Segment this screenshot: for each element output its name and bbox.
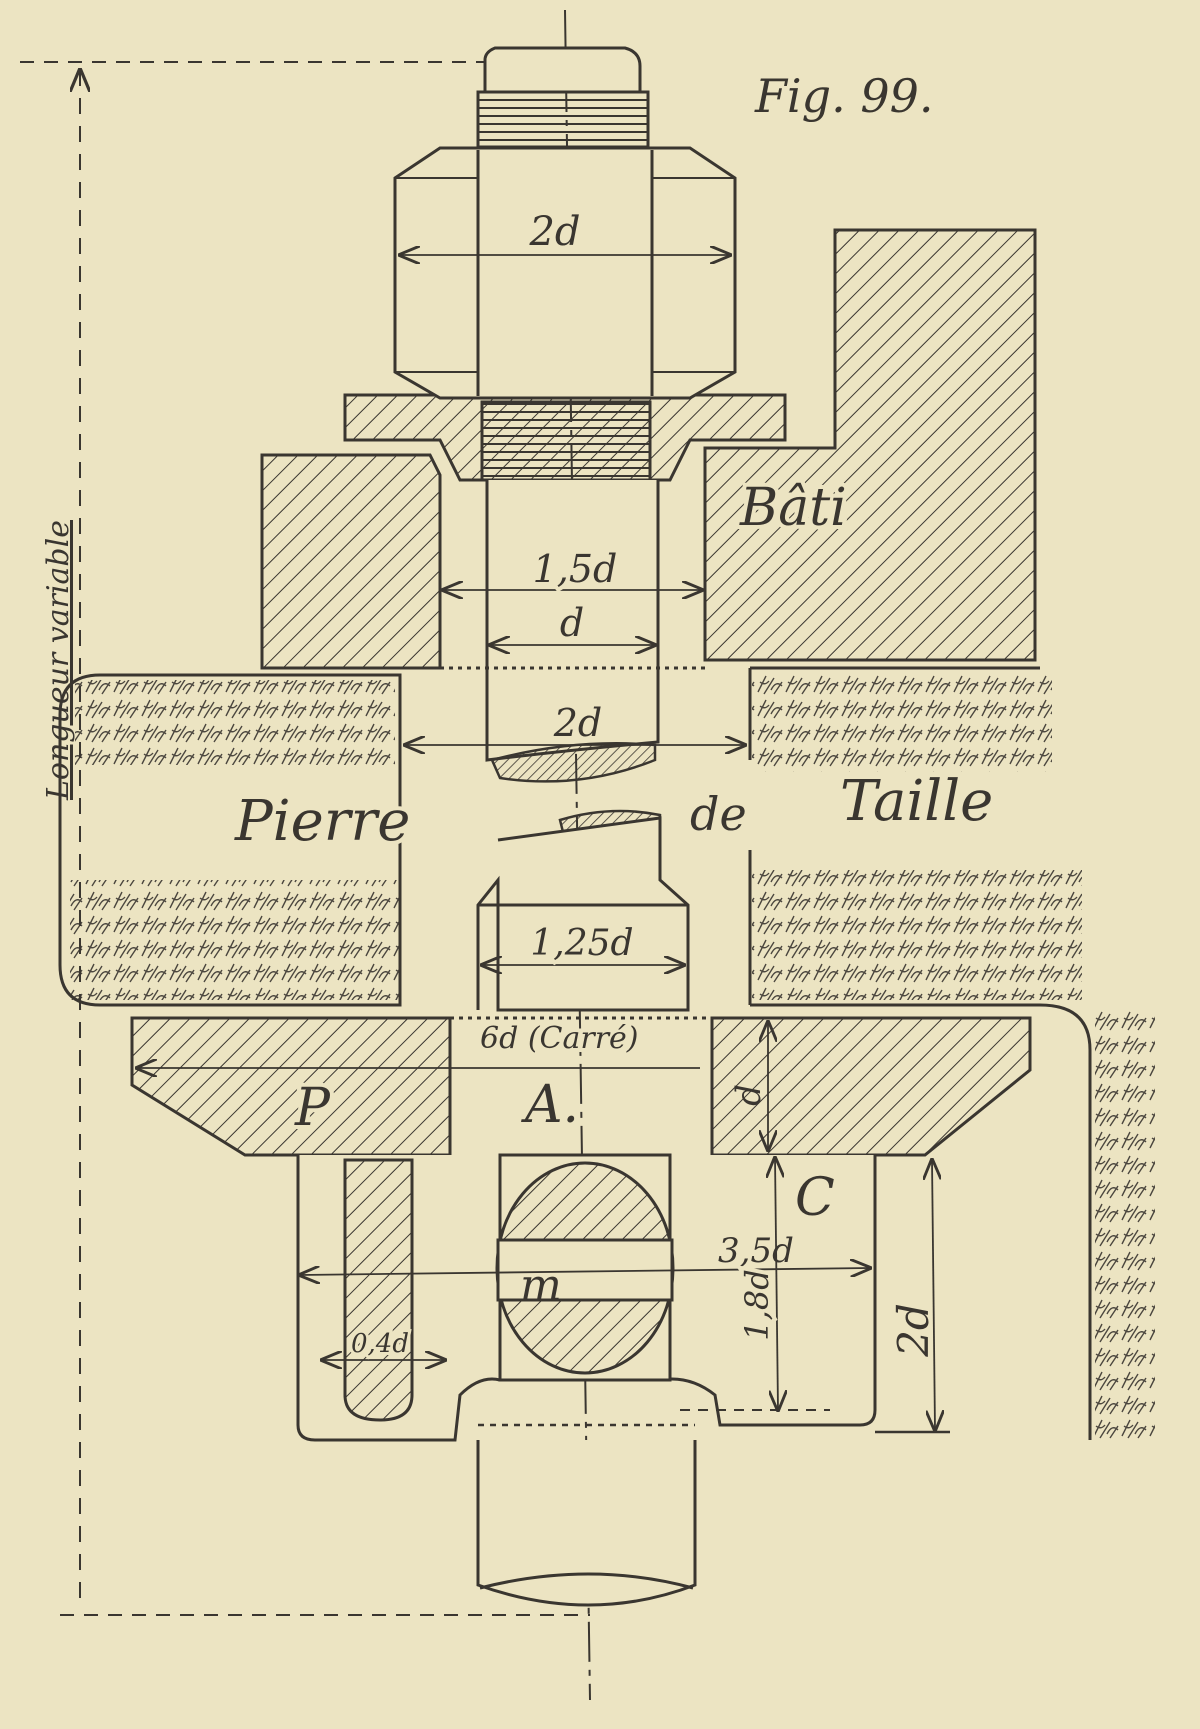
dim-hole-width: 2d xyxy=(553,701,603,745)
figure-caption: Fig. 99. xyxy=(754,69,933,123)
stone-label-de: de xyxy=(690,787,747,841)
bolt-end-bottom xyxy=(476,1440,697,1607)
left-clamp-block xyxy=(260,453,442,670)
plate-p-label: P xyxy=(294,1078,331,1138)
bati-frame xyxy=(703,228,1037,662)
cotter-pin xyxy=(343,1158,414,1422)
dim-nut-width: 2d xyxy=(528,209,580,255)
length-dimension xyxy=(20,61,590,1616)
bolt-shank-lower xyxy=(476,816,690,1012)
dim-cotter-thickness: 0,4d xyxy=(351,1329,409,1359)
stone-label-pierre: Pierre xyxy=(234,789,410,854)
bolt-thread-top xyxy=(476,90,650,149)
bolt-end-top xyxy=(483,46,642,94)
dim-square-note: 6d (Carré) xyxy=(480,1021,639,1056)
plate-right xyxy=(710,1016,1032,1157)
dim-cotter-depth: 1,8d xyxy=(738,1269,776,1340)
stone-block xyxy=(58,666,1155,1440)
dim-cotter-length: 3,5d xyxy=(718,1231,794,1271)
dim-washer-height: 2d xyxy=(889,1303,938,1358)
dim-washer-height-line xyxy=(932,1160,935,1430)
dim-collar-width: 1,5d xyxy=(533,547,618,591)
bati-label: Bâti xyxy=(739,478,847,538)
dim-cotter-depth-line xyxy=(775,1158,778,1410)
part-a-label: A. xyxy=(521,1075,579,1135)
stone-label-taille: Taille xyxy=(840,769,993,834)
part-c-label: C xyxy=(795,1168,835,1228)
dim-shank-width: d xyxy=(560,601,584,645)
bolt-thread-mid xyxy=(480,400,652,482)
dim-plate-thickness: d xyxy=(729,1084,769,1106)
plate-p xyxy=(130,1016,452,1157)
hex-nut xyxy=(393,146,737,400)
dim-square-width: 1,25d xyxy=(530,923,633,964)
cotter-m-label: m xyxy=(520,1260,562,1311)
